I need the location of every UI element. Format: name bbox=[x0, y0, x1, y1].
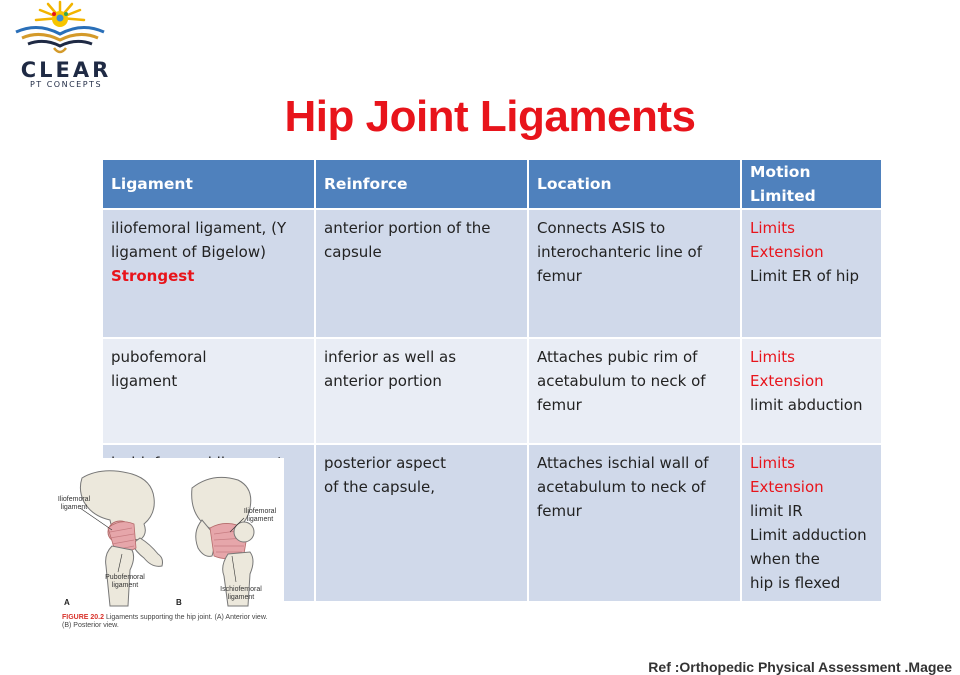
cell-ligament: iliofemoral ligament, (Y ligament of Big… bbox=[101, 208, 316, 339]
cell-location: Attaches pubic rim of acetabulum to neck… bbox=[527, 337, 742, 445]
view-letter-b: B bbox=[176, 598, 182, 607]
label-iliofemoral-a: Iliofemoral ligament bbox=[57, 496, 91, 511]
limits-extension-label: Limits Extension bbox=[750, 348, 824, 390]
cell-text: anterior portion of the bbox=[324, 219, 491, 237]
cell-motion: Limits Extension limit IR Limit adductio… bbox=[740, 443, 883, 603]
hip-ligaments-figure: Iliofemoral ligament Pubofemoral ligamen… bbox=[52, 458, 284, 634]
view-letter-a: A bbox=[64, 598, 70, 607]
label-iliofemoral-b: Iliofemoral ligament bbox=[243, 508, 277, 523]
reference-note: Ref :Orthopedic Physical Assessment .Mag… bbox=[648, 659, 952, 675]
header-location: Location bbox=[527, 158, 742, 210]
limits-extension-label: Limits Extension bbox=[750, 219, 824, 261]
figure-number: FIGURE 20.2 bbox=[62, 614, 105, 621]
cell-text: Limit ER of hip bbox=[750, 267, 860, 285]
limits-extension-label: Limits Extension bbox=[750, 454, 824, 496]
cell-text: ligament bbox=[111, 372, 178, 390]
cell-motion: Limits Extension limit abduction bbox=[740, 337, 883, 445]
header-ligament: Ligament bbox=[101, 158, 316, 210]
anterior-view-drawing bbox=[79, 470, 163, 607]
header-reinforce: Reinforce bbox=[314, 158, 529, 210]
cell-text: acetabulum to neck of bbox=[537, 478, 706, 496]
logo-subtitle: PT CONCEPTS bbox=[29, 80, 103, 89]
label-ischiofemoral: Ischiofemoral ligament bbox=[220, 586, 262, 601]
cell-ligament: pubofemoral ligament bbox=[101, 337, 316, 445]
figure-caption: FIGURE 20.2 Ligaments supporting the hip… bbox=[62, 614, 284, 630]
page-title: Hip Joint Ligaments bbox=[284, 92, 696, 141]
cell-text: ligament of Bigelow) bbox=[111, 243, 266, 261]
cell-text: Attaches pubic rim of bbox=[537, 348, 698, 366]
cell-text: interochanteric line of bbox=[537, 243, 703, 261]
cell-text: femur bbox=[537, 396, 582, 414]
cell-text: Attaches ischial wall of bbox=[537, 454, 709, 472]
table-row: pubofemoral ligament inferior as well as… bbox=[101, 337, 883, 445]
logo: CLEAR PT CONCEPTS bbox=[8, 0, 112, 92]
label-pubofemoral: Pubofemoral ligament bbox=[105, 574, 145, 589]
figure-caption-text-2: (B) Posterior view. bbox=[62, 622, 119, 629]
cell-reinforce: posterior aspect of the capsule, bbox=[314, 443, 529, 603]
cell-text: Connects ASIS to bbox=[537, 219, 666, 237]
cell-text: limit IR bbox=[750, 502, 803, 520]
strongest-label: Strongest bbox=[111, 267, 195, 285]
cell-location: Connects ASIS to interochanteric line of… bbox=[527, 208, 742, 339]
table-header-row: Ligament Reinforce Location Motion Limit… bbox=[101, 158, 883, 210]
cell-location: Attaches ischial wall of acetabulum to n… bbox=[527, 443, 742, 603]
cell-reinforce: anterior portion of the capsule bbox=[314, 208, 529, 339]
cell-text: limit abduction bbox=[750, 396, 863, 414]
figure-caption-text: Ligaments supporting the hip joint. (A) … bbox=[105, 614, 268, 621]
cell-text: femur bbox=[537, 267, 582, 285]
cell-text: femur bbox=[537, 502, 582, 520]
cell-text: Limit adduction when the bbox=[750, 526, 867, 568]
cell-text: hip is flexed bbox=[750, 574, 841, 592]
hip-joint-illustration bbox=[79, 470, 255, 607]
cell-text: posterior aspect bbox=[324, 454, 446, 472]
cell-text: iliofemoral ligament, (Y bbox=[111, 219, 287, 237]
open-book-sun-icon bbox=[15, 0, 105, 54]
table-row: iliofemoral ligament, (Y ligament of Big… bbox=[101, 208, 883, 339]
cell-motion: Limits Extension Limit ER of hip bbox=[740, 208, 883, 339]
cell-text: of the capsule, bbox=[324, 478, 436, 496]
cell-text: inferior as well as bbox=[324, 348, 457, 366]
cell-text: pubofemoral bbox=[111, 348, 207, 366]
logo-wordmark: CLEAR bbox=[20, 58, 112, 82]
cell-text: capsule bbox=[324, 243, 382, 261]
cell-text: anterior portion bbox=[324, 372, 442, 390]
cell-text: acetabulum to neck of bbox=[537, 372, 706, 390]
posterior-view-drawing bbox=[191, 476, 255, 607]
header-motion-limited: Motion Limited bbox=[740, 158, 883, 210]
cell-reinforce: inferior as well as anterior portion bbox=[314, 337, 529, 445]
